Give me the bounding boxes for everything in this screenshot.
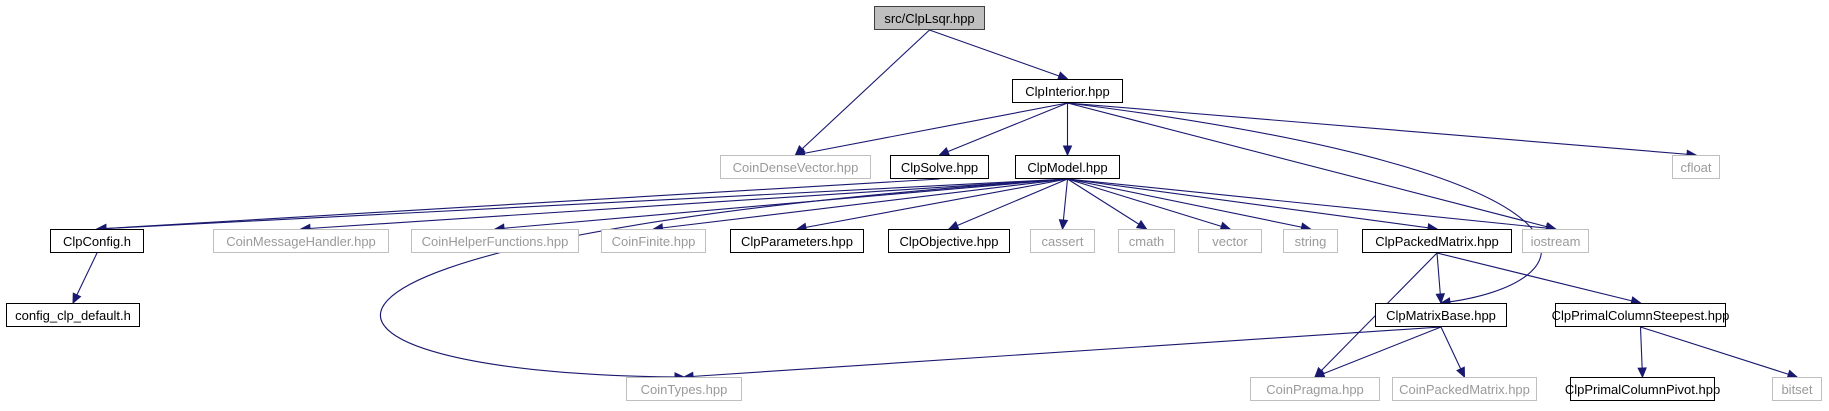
edge-interior-to-model-arrowhead — [1062, 145, 1073, 157]
node-clpmodel[interactable]: ClpModel.hpp — [1015, 155, 1120, 179]
edge-steepest-to-bitset — [1640, 326, 1798, 378]
edge-model-to-msghandler — [300, 178, 1068, 230]
edge-matbase-to-pragma — [1314, 326, 1442, 378]
edge-config-to-configdef-arrowhead — [72, 292, 82, 305]
node-clpprimalcolumnpivot[interactable]: ClpPrimalColumnPivot.hpp — [1565, 377, 1720, 401]
edge-packed-to-matbase-arrowhead — [1435, 293, 1445, 305]
node-clpparameters[interactable]: ClpParameters.hpp — [730, 229, 864, 253]
node-cfloat: cfloat — [1672, 155, 1720, 179]
edge-model-to-params — [796, 178, 1068, 230]
edge-interior-to-cfloat — [1067, 102, 1697, 156]
edge-model-to-packed — [1067, 178, 1438, 230]
edge-model-to-cassert-arrowhead — [1058, 219, 1069, 231]
node-cassert: cassert — [1030, 229, 1095, 253]
edge-model-to-finite — [653, 178, 1068, 230]
node-clpobjective[interactable]: ClpObjective.hpp — [888, 229, 1010, 253]
edge-model-to-vector — [1067, 178, 1231, 230]
node-root-clplsqr: src/ClpLsqr.hpp — [874, 6, 985, 30]
edge-model-to-cmath — [1067, 178, 1147, 230]
node-iostream: iostream — [1522, 229, 1589, 253]
edge-model-to-iostream — [1067, 178, 1556, 230]
edge-matbase-to-types — [683, 326, 1442, 378]
node-coinpackedmatrix: CoinPackedMatrix.hpp — [1392, 377, 1537, 401]
node-vector: vector — [1198, 229, 1262, 253]
edge-interior-to-matbase — [1067, 102, 1542, 304]
edge-matbase-to-coinpacked-arrowhead — [1456, 366, 1466, 379]
edge-steepest-to-pivot-arrowhead — [1637, 367, 1647, 379]
node-clpprimalcolumnsteepest[interactable]: ClpPrimalColumnSteepest.hpp — [1552, 303, 1729, 327]
node-cointypes: CoinTypes.hpp — [626, 377, 742, 401]
node-clpsolve[interactable]: ClpSolve.hpp — [890, 155, 989, 179]
node-cmath: cmath — [1118, 229, 1175, 253]
edge-model-to-types — [379, 178, 1068, 378]
edge-interior-to-solve — [939, 102, 1068, 156]
node-config-clp-default[interactable]: config_clp_default.h — [6, 303, 140, 327]
node-bitset: bitset — [1772, 377, 1822, 401]
node-clpmatrixbase[interactable]: ClpMatrixBase.hpp — [1375, 303, 1507, 327]
node-clpinterior[interactable]: ClpInterior.hpp — [1012, 79, 1123, 103]
edge-model-to-objective — [948, 178, 1068, 230]
edge-model-to-string — [1067, 178, 1311, 230]
node-string: string — [1283, 229, 1338, 253]
edge-root-to-interior — [929, 29, 1068, 80]
edge-packed-to-steepest — [1436, 252, 1641, 304]
edge-root-to-densevec — [795, 29, 930, 156]
node-clpconfig[interactable]: ClpConfig.h — [50, 229, 144, 253]
node-coinpragma: CoinPragma.hpp — [1250, 377, 1380, 401]
edge-interior-to-iostream — [1067, 102, 1556, 230]
node-coinhelperfunctions: CoinHelperFunctions.hpp — [411, 229, 579, 253]
edge-model-to-config — [96, 178, 1068, 230]
edge-model-to-cmath-arrowhead — [1135, 219, 1148, 230]
node-coinfinite: CoinFinite.hpp — [601, 229, 706, 253]
node-clppackedmatrix[interactable]: ClpPackedMatrix.hpp — [1362, 229, 1512, 253]
edge-interior-to-densevec — [795, 102, 1068, 156]
edge-model-to-helper — [494, 178, 1068, 230]
node-coinmessagehandler: CoinMessageHandler.hpp — [213, 229, 389, 253]
edge-solve-to-config — [96, 178, 940, 230]
node-coindensevector: CoinDenseVector.hpp — [720, 155, 871, 179]
